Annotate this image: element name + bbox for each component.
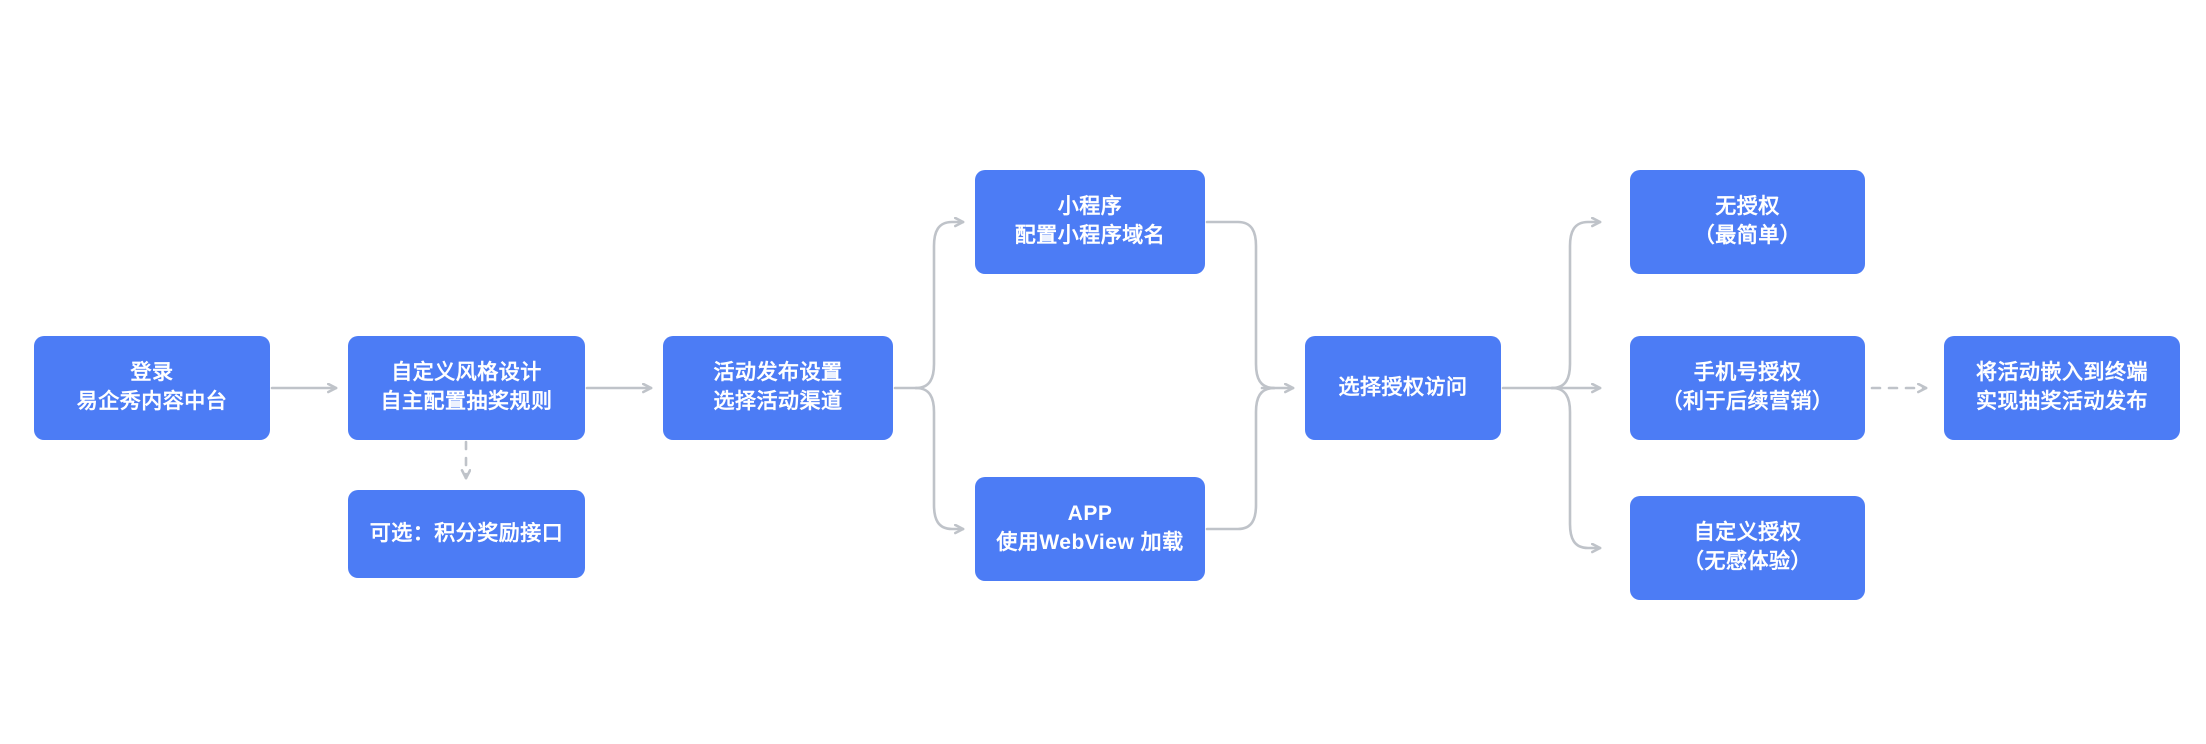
no-authorization-node-line-1: 无授权 — [1715, 195, 1780, 219]
publish-settings-node-line-2: 选择活动渠道 — [713, 390, 843, 413]
login-node-line-1: 登录 — [130, 361, 174, 385]
optional-points-api-node[interactable]: 可选：积分奖励接口 — [348, 490, 585, 578]
no-authorization-node-line-2: （最简单） — [1693, 224, 1802, 247]
miniprogram-channel-node[interactable]: 小程序 配置小程序域名 — [975, 170, 1205, 274]
login-node-line-2: 易企秀内容中台 — [76, 390, 228, 413]
publish-settings-node[interactable]: 活动发布设置 选择活动渠道 — [663, 336, 893, 440]
miniprogram-channel-node-line-2: 配置小程序域名 — [1014, 224, 1166, 247]
phone-authorization-node[interactable]: 手机号授权 （利于后续营销） — [1630, 336, 1865, 440]
no-authorization-node[interactable]: 无授权 （最简单） — [1630, 170, 1865, 274]
login-node[interactable]: 登录 易企秀内容中台 — [34, 336, 270, 440]
custom-style-design-node[interactable]: 自定义风格设计 自主配置抽奖规则 — [348, 336, 585, 440]
edge-publish-to-miniprogram-path — [914, 222, 963, 390]
edge-publish-to-app-path — [914, 386, 963, 529]
embed-activity-node-line-2: 实现抽奖活动发布 — [1976, 390, 2148, 413]
app-channel-node-line-2: 使用WebView 加载 — [996, 531, 1184, 554]
select-authorization-node-line-1: 选择授权访问 — [1338, 375, 1468, 399]
custom-authorization-node[interactable]: 自定义授权 （无感体验） — [1630, 496, 1865, 600]
custom-authorization-node-line-2: （无感体验） — [1683, 550, 1812, 573]
phone-authorization-node-line-1: 手机号授权 — [1693, 361, 1802, 385]
optional-points-api-node-line-1: 可选：积分奖励接口 — [369, 521, 564, 545]
edge-auth-select-to-no-auth-path — [1550, 222, 1600, 390]
embed-activity-node-line-1: 将活动嵌入到终端 — [1976, 361, 2148, 385]
edge-app-to-auth-select-path — [1205, 386, 1276, 531]
custom-style-design-node-line-2: 自主配置抽奖规则 — [380, 390, 553, 413]
miniprogram-channel-node-line-1: 小程序 — [1057, 195, 1123, 219]
embed-activity-node[interactable]: 将活动嵌入到终端 实现抽奖活动发布 — [1944, 336, 2180, 440]
app-channel-node-line-1: APP — [1067, 502, 1113, 526]
edge-auth-select-to-custom-auth-path — [1550, 386, 1600, 548]
app-channel-node[interactable]: APP 使用WebView 加载 — [975, 477, 1205, 581]
publish-settings-node-line-1: 活动发布设置 — [713, 361, 843, 385]
phone-authorization-node-line-2: （利于后续营销） — [1661, 390, 1834, 413]
custom-style-design-node-line-1: 自定义风格设计 — [391, 361, 542, 385]
custom-authorization-node-line-1: 自定义授权 — [1693, 521, 1802, 545]
edge-miniprogram-to-auth-select-path — [1205, 220, 1276, 390]
select-authorization-node[interactable]: 选择授权访问 — [1305, 336, 1501, 440]
